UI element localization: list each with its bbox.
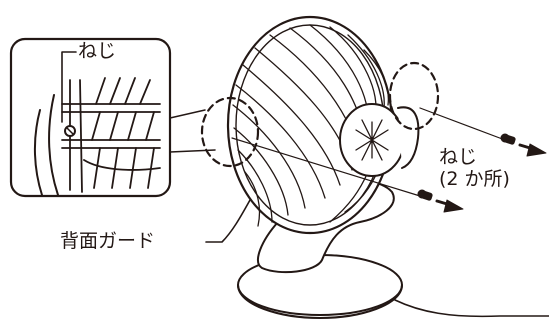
screws-count-label: (2 か所) [439, 167, 510, 190]
inset-connector-lines [169, 109, 216, 153]
rear-guard-spokes [232, 24, 390, 227]
screw-icon [500, 133, 516, 145]
screw-icon [417, 189, 433, 201]
inset-screw-label: ねじ [78, 40, 117, 62]
dashed-callout-left [200, 96, 260, 168]
rear-guard-leader [205, 199, 251, 243]
inset-grille-slats [61, 77, 161, 193]
screws-label-text: ねじ [439, 146, 478, 168]
screw-path-left [231, 137, 421, 197]
motor-vent-star [355, 119, 389, 161]
fan-head [226, 15, 420, 235]
screw-path-right [419, 107, 506, 141]
dashed-callout-right [388, 61, 440, 131]
arrow-right-icon [435, 199, 464, 213]
screws-label: ねじ (2 か所) [439, 146, 510, 191]
inset-detail [9, 37, 172, 198]
screw-icon [64, 125, 76, 137]
rear-guard-label: 背面ガード [60, 230, 156, 252]
arrow-right-icon [518, 143, 547, 157]
